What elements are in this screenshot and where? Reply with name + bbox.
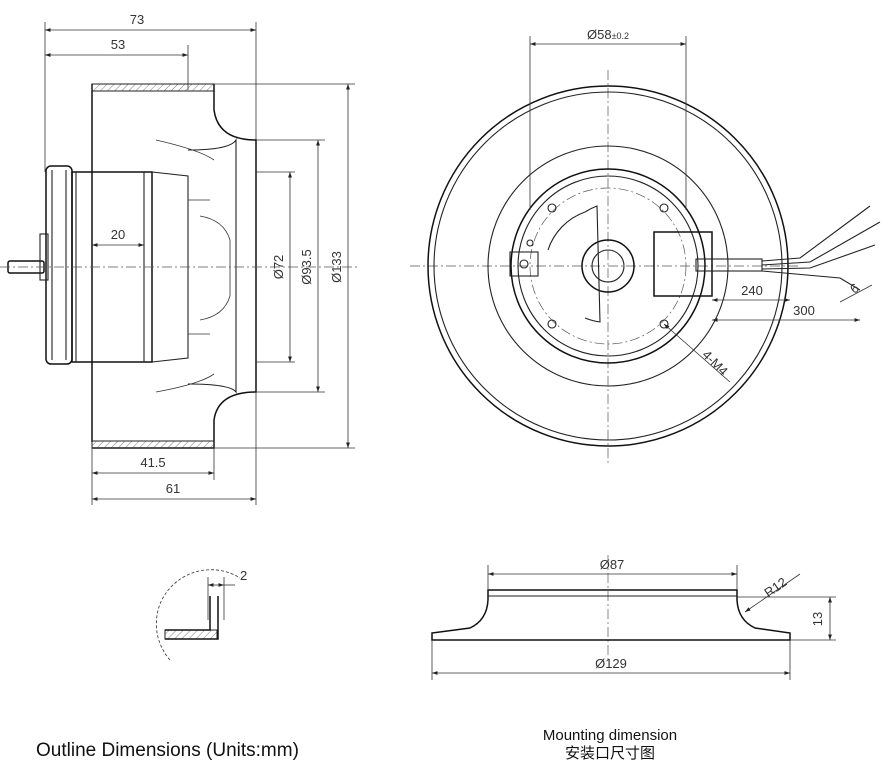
dim-41-5-label: 41.5: [140, 455, 165, 470]
dim-73-label: 73: [130, 12, 144, 27]
dia-87-label: Ø87: [600, 557, 625, 572]
impeller-outer-circle: [427, 85, 789, 447]
dim-20-label: 20: [111, 227, 125, 242]
dia-58-label: Ø58±0.2: [587, 27, 629, 42]
dia-58-value: Ø58: [587, 27, 612, 42]
motor-cap: [45, 165, 73, 365]
cable-300-label: 300: [793, 303, 815, 318]
inlet-ring: [487, 145, 729, 387]
side-view: 73 53 20: [0, 12, 360, 505]
cable-sleeve: [695, 258, 763, 272]
radius-label: R12: [761, 574, 789, 600]
height-13-label: 13: [810, 612, 825, 626]
dia-133-label: Ø133: [329, 251, 344, 283]
cable-240-label: 240: [741, 283, 763, 298]
dia-129-label: Ø129: [595, 656, 627, 671]
shaft-hub-circle: [581, 239, 635, 293]
screws-label: 4-M4: [699, 347, 731, 379]
shaft-hub: [39, 233, 49, 281]
front-view: Ø58±0.2 240 300 6 4-M4: [410, 27, 881, 465]
connector-block: [509, 251, 539, 277]
inlet-ring-profile: [431, 589, 791, 641]
motor-flange: [510, 168, 706, 364]
detail-view: 2: [155, 568, 247, 661]
dim-53-label: 53: [111, 37, 125, 52]
mounting-caption-en: Mounting dimension: [543, 727, 677, 744]
screw-hole: [547, 203, 557, 213]
dia-93-5-label: Ø93.5: [299, 249, 314, 284]
cable-box: [653, 231, 713, 297]
mounting-view: Ø87 Ø129 R12 13: [431, 555, 836, 680]
dim-61-label: 61: [166, 481, 180, 496]
outline-caption: Outline Dimensions (Units:mm): [36, 740, 299, 761]
mounting-caption-cn: 安装口尺寸图: [565, 745, 655, 762]
dia-72-label: Ø72: [271, 255, 286, 280]
screw-hole: [659, 203, 669, 213]
cable-6-label: 6: [847, 280, 862, 296]
wall-2-label: 2: [240, 568, 247, 583]
screw-hole: [547, 319, 557, 329]
dia-58-tolerance: ±0.2: [612, 31, 629, 41]
